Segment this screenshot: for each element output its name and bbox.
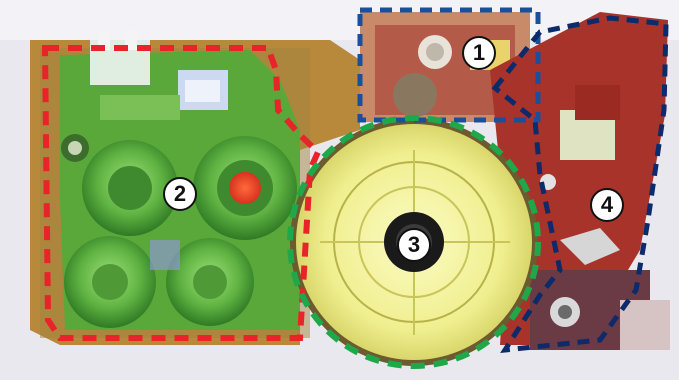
- marker-4: 4: [590, 188, 624, 222]
- marker-3: 3: [397, 228, 431, 262]
- red-dot: [229, 172, 261, 204]
- marker-1: 1: [462, 36, 496, 70]
- marker-2: 2: [163, 177, 197, 211]
